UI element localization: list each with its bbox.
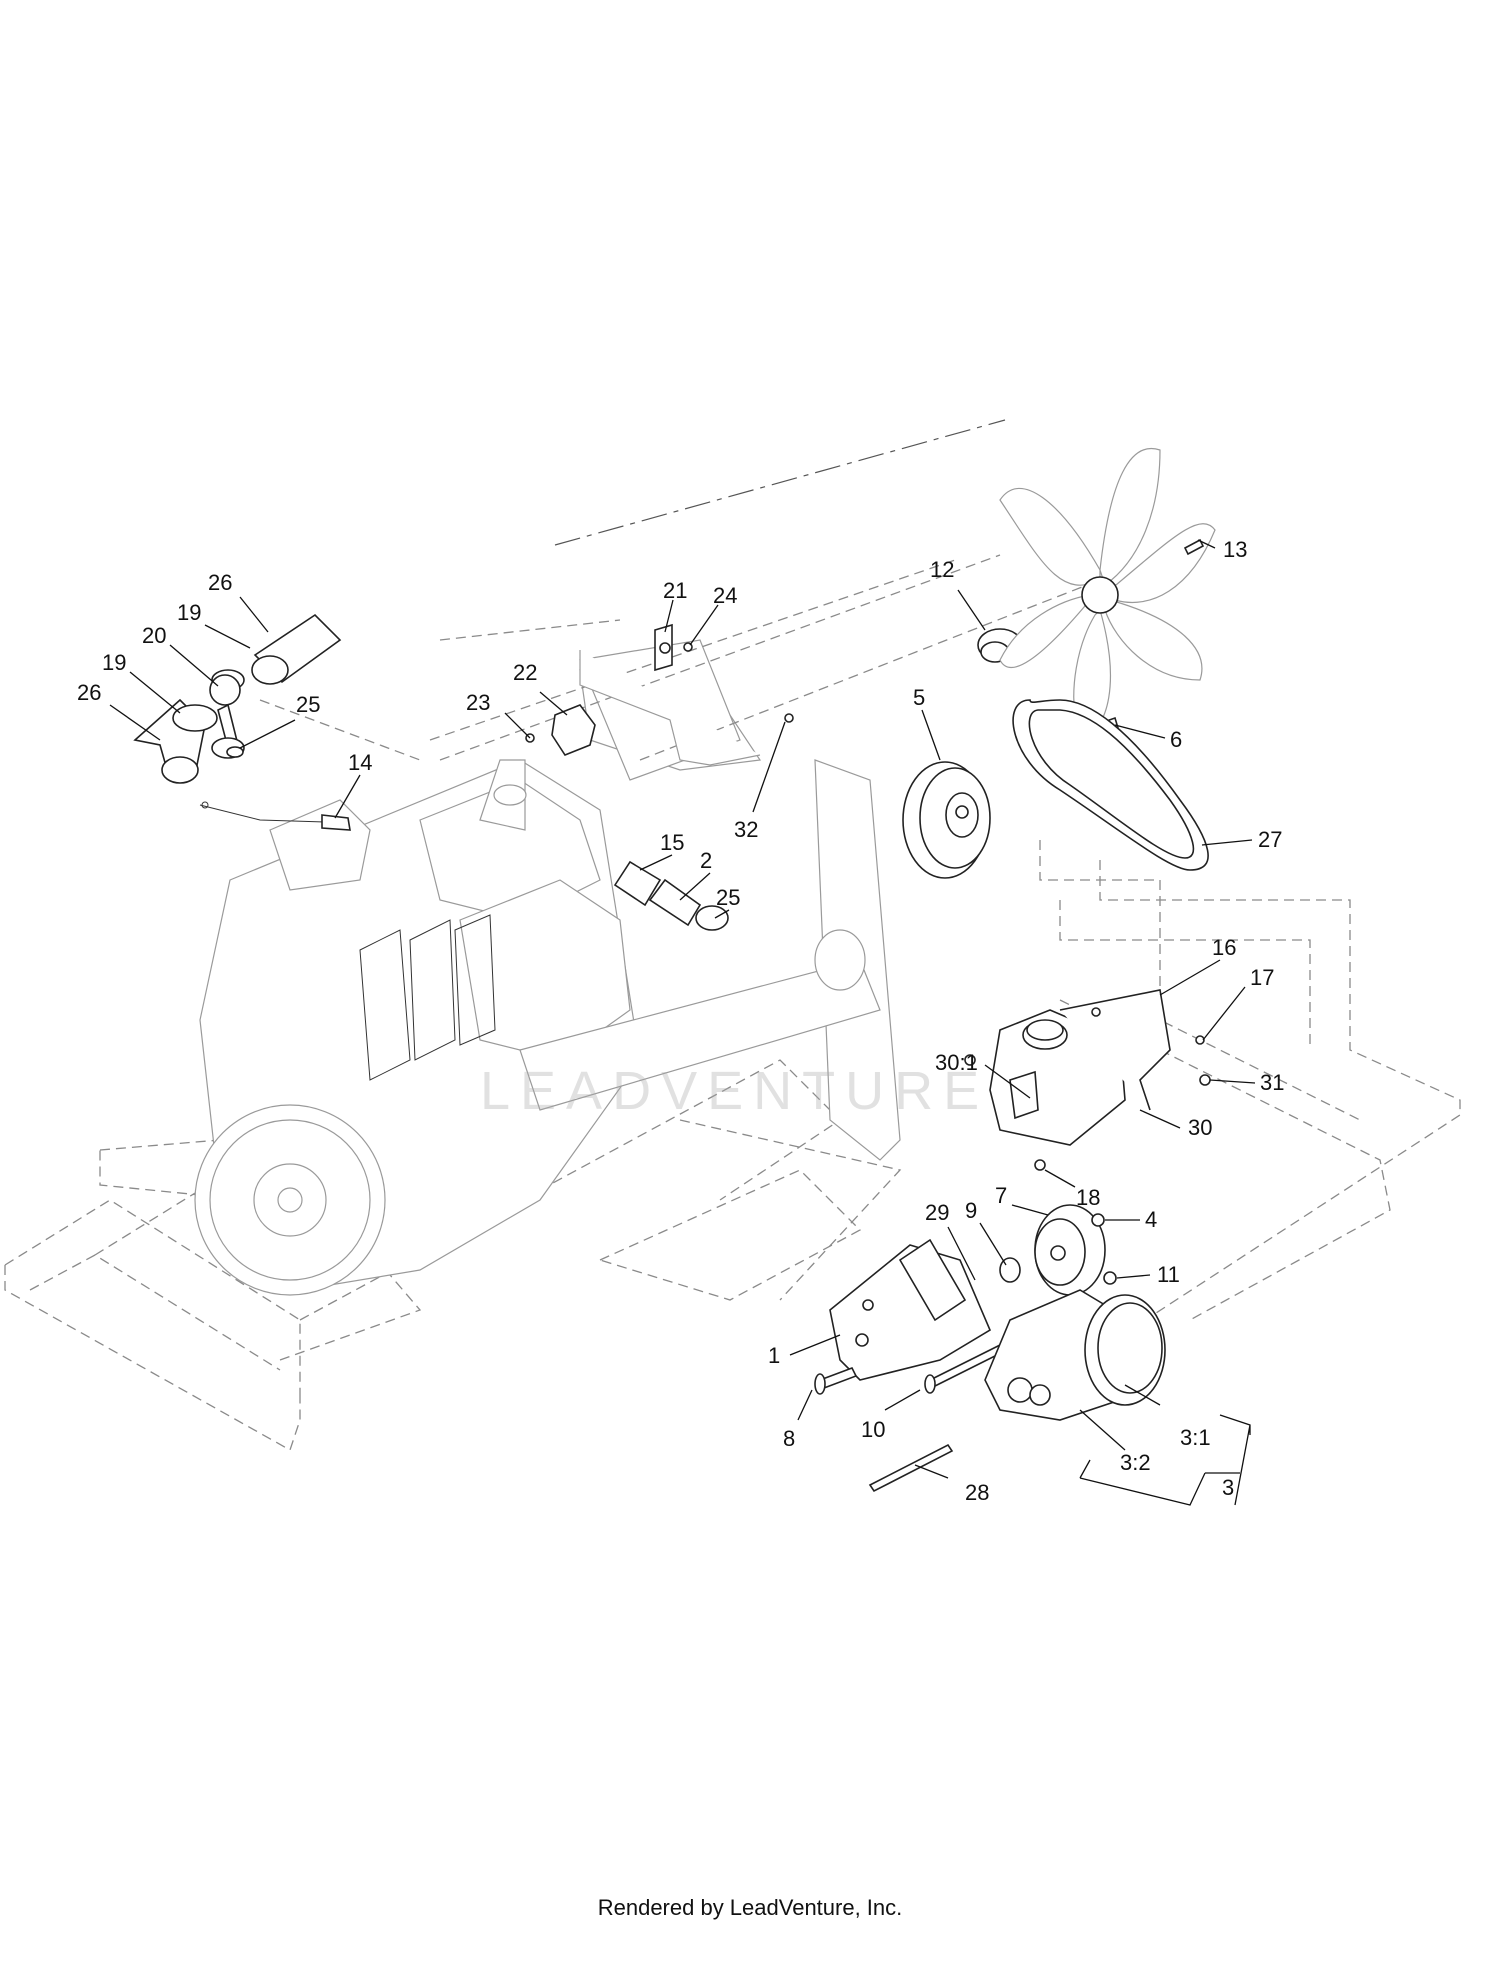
callout-leaders	[109, 539, 1256, 1506]
bypass-hose	[613, 860, 662, 907]
callout-1: 1	[768, 1343, 780, 1368]
callout-4: 4	[1145, 1207, 1157, 1232]
callout-25b: 25	[716, 885, 740, 910]
clamp-25-lower	[695, 905, 729, 931]
callout-17: 17	[1250, 965, 1274, 990]
callout-12: 12	[930, 557, 954, 582]
callout-29: 29	[925, 1200, 949, 1225]
callout-3-2: 3:2	[1120, 1450, 1151, 1475]
callout-23: 23	[466, 690, 490, 715]
callout-20: 20	[142, 623, 166, 648]
callout-labels: 26 19 20 19 26 25 21 24 22 23 14 12 13 5…	[77, 537, 1284, 1505]
drive-key	[868, 1443, 954, 1493]
callout-8: 8	[783, 1426, 795, 1451]
upper-hose	[251, 613, 342, 685]
callout-10: 10	[861, 1417, 885, 1442]
callout-22: 22	[513, 660, 537, 685]
callout-24: 24	[713, 583, 737, 608]
callout-30: 30	[1188, 1115, 1212, 1140]
callout-15: 15	[660, 830, 684, 855]
callout-6: 6	[1170, 727, 1182, 752]
washer-9	[999, 1257, 1021, 1283]
reservoir-bracket	[964, 989, 1211, 1171]
idler-pulley	[1034, 1204, 1106, 1296]
drive-belt	[1012, 699, 1209, 871]
callout-14: 14	[348, 750, 372, 775]
assembly-lines	[259, 419, 1461, 1331]
hose-fitting	[648, 878, 702, 927]
water-fitting	[209, 674, 241, 750]
callout-18: 18	[1076, 1185, 1100, 1210]
callout-9: 9	[965, 1198, 977, 1223]
nut-11	[1103, 1271, 1117, 1285]
callout-27: 27	[1258, 827, 1282, 852]
fan-bolt	[1183, 538, 1205, 556]
callout-2: 2	[700, 848, 712, 873]
bolt-32	[784, 713, 794, 723]
callout-26a: 26	[208, 570, 232, 595]
callout-3: 3	[1222, 1475, 1234, 1500]
callout-30-1: 30:1	[935, 1050, 978, 1075]
callout-16: 16	[1212, 935, 1236, 960]
callout-32: 32	[734, 817, 758, 842]
callout-19b: 19	[102, 650, 126, 675]
watermark: LEADVENTURE	[480, 1061, 990, 1121]
temperature-sender	[199, 801, 351, 831]
callout-25a: 25	[296, 692, 320, 717]
callout-13: 13	[1223, 537, 1247, 562]
compressor-mount-plate	[829, 1238, 992, 1381]
engine-block	[194, 759, 641, 1296]
footer-credit: Rendered by LeadVenture, Inc.	[597, 1895, 903, 1920]
relay-bracket	[579, 623, 761, 766]
callout-5: 5	[913, 685, 925, 710]
callout-31: 31	[1260, 1070, 1284, 1095]
callout-19a: 19	[177, 600, 201, 625]
clamp-25-upper	[211, 737, 245, 759]
relay	[525, 704, 596, 756]
ac-compressor	[984, 1289, 1166, 1421]
callout-21: 21	[663, 578, 687, 603]
callout-3-1: 3:1	[1180, 1425, 1211, 1450]
nut-4	[1091, 1213, 1105, 1227]
bolt-10	[924, 1343, 1005, 1394]
callout-28: 28	[965, 1480, 989, 1505]
callout-11: 11	[1157, 1262, 1180, 1287]
cooling-fan	[999, 447, 1216, 741]
callout-7: 7	[995, 1183, 1007, 1208]
bolt-8	[814, 1366, 858, 1395]
crank-pulley	[902, 761, 991, 879]
callout-26b: 26	[77, 680, 101, 705]
